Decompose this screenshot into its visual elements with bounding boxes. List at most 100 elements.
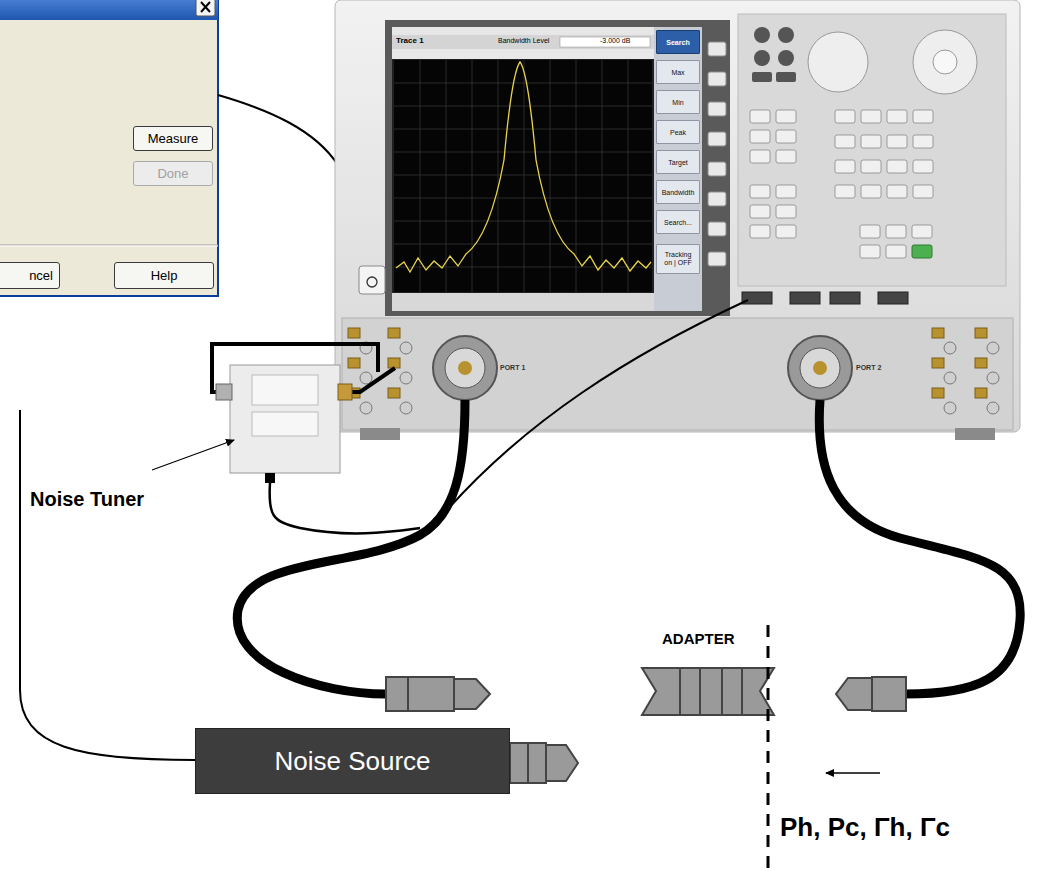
network-analyzer-part-part xyxy=(878,292,908,304)
button-label: Help xyxy=(151,268,178,283)
port1-cable xyxy=(237,400,490,711)
button-label: ncel xyxy=(29,268,53,283)
network-analyzer-part xyxy=(933,50,957,74)
noise-tuner-part xyxy=(252,412,318,436)
noise-tuner-part xyxy=(230,365,340,473)
network-analyzer-part-part xyxy=(394,198,652,199)
noise-source-cable xyxy=(20,410,195,760)
network-analyzer-part-part xyxy=(360,402,372,414)
button-label: Target xyxy=(668,159,687,166)
noise-tuner-part xyxy=(252,375,318,405)
network-analyzer-part-part xyxy=(861,185,881,198)
network-analyzer-part-part xyxy=(913,185,933,198)
network-analyzer-part xyxy=(396,62,651,272)
network-analyzer-part-part xyxy=(388,328,400,338)
network-analyzer-part xyxy=(912,245,932,258)
button-label: Search... xyxy=(664,219,692,226)
network-analyzer-part-part xyxy=(776,110,796,123)
network-analyzer-part-part xyxy=(708,102,726,116)
port1-cable-part xyxy=(237,400,465,694)
network-analyzer-part-part xyxy=(446,60,447,292)
usb-cable xyxy=(430,300,748,530)
noise-tuner-part xyxy=(216,384,232,400)
network-analyzer-part-part xyxy=(400,342,412,354)
field-label: Bandwidth Level xyxy=(498,37,549,44)
network-analyzer-part-part xyxy=(752,72,772,82)
network-analyzer-part-part xyxy=(708,252,726,266)
network-analyzer-part-part xyxy=(944,402,956,414)
field-value: -3.000 dB xyxy=(600,37,630,44)
network-analyzer-part-part xyxy=(932,358,944,368)
network-analyzer-part xyxy=(708,42,726,266)
button-label: Measure xyxy=(148,131,199,146)
network-analyzer-part-part xyxy=(708,222,726,236)
network-analyzer-part xyxy=(392,49,654,59)
network-analyzer-part-part xyxy=(987,402,999,414)
network-analyzer-part xyxy=(392,27,654,35)
softkey: Bandwidth xyxy=(656,180,700,204)
button-label: Max xyxy=(671,69,684,76)
network-analyzer-part-part xyxy=(394,244,652,245)
network-analyzer-part xyxy=(738,14,1006,286)
network-analyzer-part xyxy=(392,293,654,311)
noise-tuner xyxy=(212,344,395,483)
adapter-part xyxy=(741,668,743,715)
adapter xyxy=(642,668,774,715)
network-analyzer-part-part xyxy=(776,205,796,218)
network-analyzer-part xyxy=(654,27,702,311)
network-analyzer-part xyxy=(445,348,485,388)
port2-cable-part xyxy=(819,400,1020,694)
port2-cable-part xyxy=(872,677,906,711)
network-analyzer-part xyxy=(360,428,400,440)
network-analyzer-part xyxy=(788,336,852,400)
network-analyzer-part-part xyxy=(388,388,400,398)
network-analyzer-part xyxy=(808,32,868,92)
network-analyzer-part-part xyxy=(388,358,400,368)
network-analyzer-part xyxy=(813,361,827,375)
network-analyzer-part-part xyxy=(776,130,796,143)
button-label: Noise Source xyxy=(274,746,430,777)
network-analyzer-part-part xyxy=(861,110,881,123)
port1-cable-part xyxy=(454,679,490,709)
device-box: Noise Source xyxy=(195,728,510,794)
dialog-window xyxy=(0,0,218,296)
network-analyzer-part xyxy=(394,60,652,292)
network-analyzer-part-part xyxy=(835,160,855,173)
network-analyzer-part xyxy=(392,35,654,49)
network-analyzer-part-part xyxy=(887,110,907,123)
reference-plane xyxy=(767,625,770,871)
network-analyzer-part-part xyxy=(400,372,412,384)
network-analyzer-part-part xyxy=(778,50,794,66)
network-analyzer-part-part xyxy=(472,60,473,292)
network-analyzer-part-part xyxy=(776,185,796,198)
port2-cable xyxy=(819,400,1020,711)
network-analyzer-part-part xyxy=(913,110,933,123)
network-analyzer-part-part xyxy=(750,150,770,163)
network-analyzer-part xyxy=(359,266,385,294)
network-analyzer-part-part xyxy=(750,205,770,218)
network-analyzer-part-part xyxy=(708,72,726,86)
port-label: PORT 2 xyxy=(856,364,881,371)
network-analyzer-part xyxy=(367,277,377,287)
network-analyzer-part-part xyxy=(394,83,652,84)
button-label: Tracking on | OFF xyxy=(660,251,696,268)
network-analyzer-part-part xyxy=(835,135,855,148)
network-analyzer-part-part xyxy=(886,225,906,238)
network-analyzer-part xyxy=(335,0,1020,432)
dialog-window-part xyxy=(0,246,218,247)
softkey: Search... xyxy=(656,210,700,234)
network-analyzer-part-part xyxy=(400,402,412,414)
network-analyzer-part-part xyxy=(348,328,360,338)
direction-arrow xyxy=(826,772,880,774)
adapter-part xyxy=(722,668,774,715)
network-analyzer-part xyxy=(742,292,908,304)
network-analyzer-part-part xyxy=(708,42,726,56)
network-analyzer-part-part xyxy=(776,72,796,82)
network-analyzer-part xyxy=(360,342,999,414)
softkey: Min xyxy=(656,90,700,114)
noise-tuner-part xyxy=(338,384,352,400)
network-analyzer-part-part xyxy=(944,342,956,354)
network-analyzer-part-part xyxy=(887,135,907,148)
network-analyzer-part xyxy=(385,20,730,316)
network-analyzer-part-part xyxy=(360,372,372,384)
